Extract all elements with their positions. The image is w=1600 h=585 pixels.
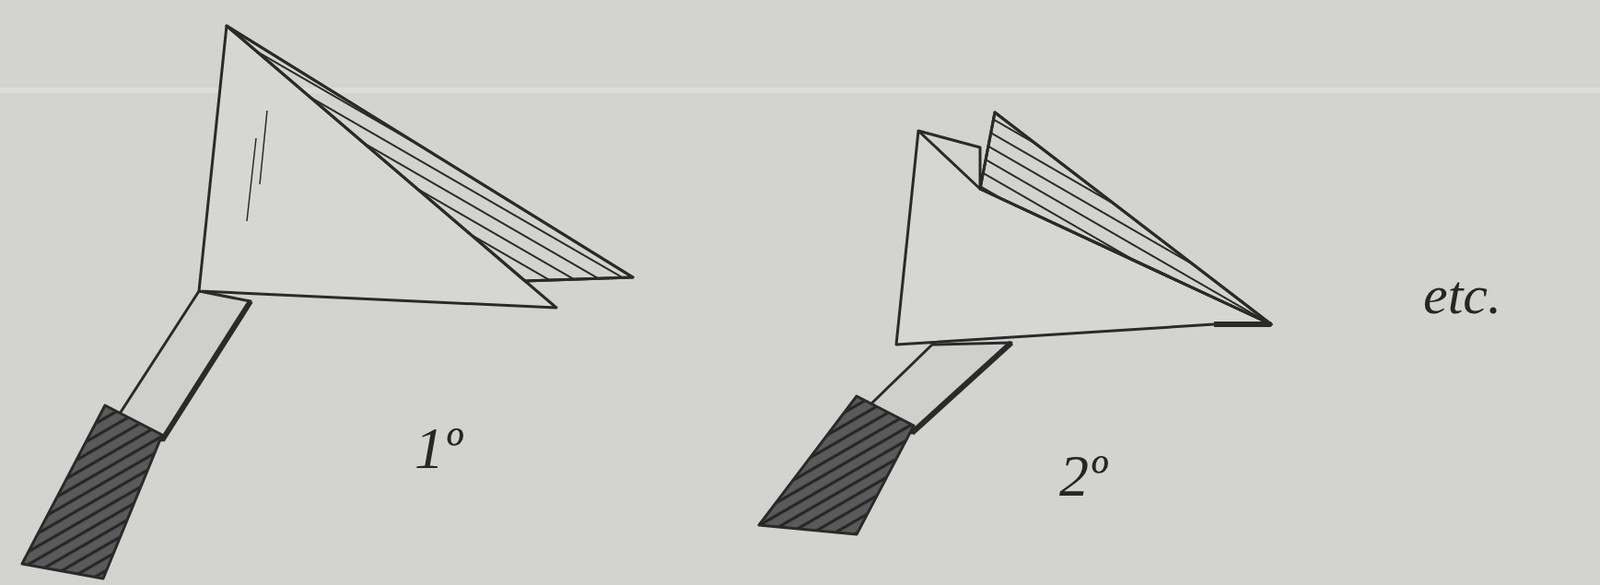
figure-number: 2º xyxy=(1059,446,1108,506)
flag-one xyxy=(22,25,633,579)
figure-number: 1º xyxy=(414,419,463,479)
note-text: etc. xyxy=(1423,267,1502,323)
flag-two xyxy=(759,112,1272,535)
